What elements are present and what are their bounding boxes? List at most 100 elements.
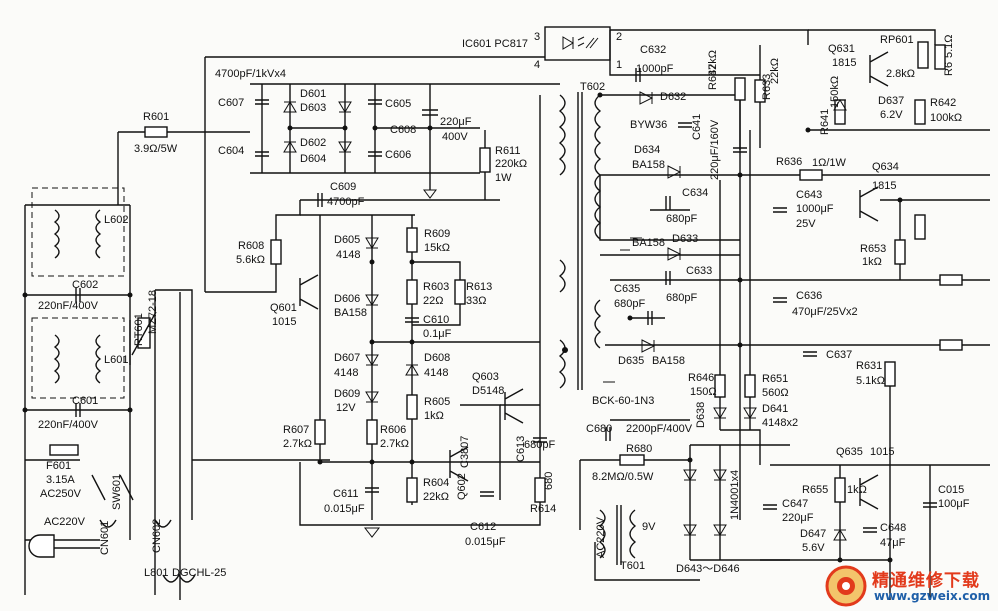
label-r614v: 680 (543, 472, 555, 490)
label-r604: R604 (423, 477, 449, 489)
label-q631: Q631 (828, 43, 855, 55)
label-r614: R614 (530, 503, 556, 515)
label-c601v: 220nF/400V (38, 419, 99, 431)
label-q634v: 1815 (872, 180, 896, 192)
label-d608v: 4148 (424, 367, 448, 379)
label-c636v: 470μF/25Vx2 (792, 306, 858, 318)
label-r605v: 1kΩ (424, 410, 444, 422)
label-r631v: 5.1kΩ (856, 375, 885, 387)
label-c608v1: 220μF (440, 116, 472, 128)
label-d641: D641 (762, 403, 788, 415)
label-r607v: 2.7kΩ (283, 438, 312, 450)
label-pin4: 4 (534, 59, 540, 71)
label-ac220vb: AC220V (595, 516, 607, 558)
label-r613v: 33Ω (466, 295, 486, 307)
label-f601: F601 (46, 460, 71, 472)
label-d609: D609 (334, 388, 360, 400)
label-d637: D637 (878, 95, 904, 107)
label-c608v2: 400V (442, 131, 468, 143)
label-c633v: 680pF (666, 292, 697, 304)
transformer-t602 (558, 92, 602, 390)
label-r641: R641 (819, 109, 831, 135)
watermark-title: 精通维修下载 (872, 571, 980, 591)
label-c612: C612 (470, 521, 496, 533)
label-c647: C647 (782, 498, 808, 510)
label-r611: R611 (495, 145, 520, 157)
ground-symbols (363, 189, 642, 538)
label-c612v: 0.015μF (465, 536, 506, 548)
label-r653v: 1kΩ (862, 256, 882, 268)
watermark-emblem-icon (825, 565, 867, 607)
label-c609v: 4700pF (327, 196, 365, 208)
label-d643: D643～D646 (676, 563, 740, 575)
optocoupler-ic601 (544, 26, 611, 61)
label-v9: 9V (642, 521, 656, 533)
label-r606: R606 (380, 424, 406, 436)
label-c604: C604 (218, 145, 244, 157)
label-d635v: BA158 (652, 355, 685, 367)
label-c634v: 680pF (666, 213, 697, 225)
label-c610v: 0.1μF (423, 328, 452, 340)
label-c015: C015 (938, 484, 964, 496)
label-r611w: 1W (495, 172, 512, 184)
label-d647: D647 (800, 528, 826, 540)
label-sw601: SW601 (111, 474, 123, 510)
label-c647v: 220μF (782, 512, 814, 524)
label-r655: R655 (802, 484, 828, 496)
label-r604v: 22kΩ (423, 491, 449, 503)
label-c601: C601 (72, 395, 98, 407)
label-r6: R6 (943, 62, 955, 76)
label-d633: D633 (672, 233, 698, 245)
label-q635: Q635 (836, 446, 863, 458)
label-r653: R653 (860, 243, 886, 255)
label-rp601: RP601 (880, 34, 914, 46)
capacitors (75, 68, 937, 533)
label-c632: C632 (640, 44, 666, 56)
label-r609v: 15kΩ (424, 242, 450, 254)
label-r608: R608 (238, 240, 264, 252)
label-c608: C608 (390, 124, 416, 136)
label-c637: C637 (826, 349, 852, 361)
label-r611v: 220kΩ (495, 158, 527, 170)
label-d634: D634 (634, 144, 660, 156)
label-r603v: 22Ω (423, 295, 443, 307)
label-r605: R605 (424, 396, 450, 408)
transistors (299, 51, 889, 510)
label-c613: C613 (515, 436, 527, 462)
label-r680v: 8.2MΩ/0.5W (592, 471, 654, 483)
fuse-and-inputs (28, 311, 637, 583)
label-rt601: RT601 (133, 313, 145, 346)
label-c641: C641 (691, 114, 703, 140)
label-d607: D607 (334, 352, 360, 364)
label-d603: D603 (300, 102, 326, 114)
label-pin3: 3 (534, 31, 540, 43)
label-mz72: MZ72-18 (147, 290, 159, 334)
label-dgchl: DGCHL-25 (172, 567, 226, 579)
label-c641v: 220μF/160V (709, 119, 721, 180)
label-l801: L801 (144, 567, 168, 579)
label-d604: D604 (300, 153, 326, 165)
choke-l602 (31, 187, 125, 277)
label-r601v: 3.9Ω/5W (134, 143, 178, 155)
label-d638: D638 (695, 402, 707, 428)
label-r613: R613 (466, 281, 492, 293)
watermark-logo: 精通维修下载 www.gzweix.com (824, 560, 996, 610)
label-c632v: 1000pF (636, 63, 674, 75)
label-r631: R631 (856, 360, 882, 372)
label-q601v: 1015 (272, 316, 296, 328)
label-f601v1: 3.15A (46, 474, 75, 486)
label-d602: D602 (300, 137, 326, 149)
label-q602: Q602 (456, 473, 468, 500)
label-d606v: BA158 (334, 307, 367, 319)
label-bck: BCK-60-1N3 (592, 395, 654, 407)
label-d635: D635 (618, 355, 644, 367)
label-c609: C609 (330, 181, 356, 193)
label-q603: Q603 (472, 371, 499, 383)
label-c605: C605 (385, 98, 411, 110)
label-c635v: 680pF (614, 298, 645, 310)
label-q631v: 1815 (832, 57, 856, 69)
label-c680v: 2200pF/400V (626, 423, 693, 435)
label-r603: R603 (423, 281, 449, 293)
